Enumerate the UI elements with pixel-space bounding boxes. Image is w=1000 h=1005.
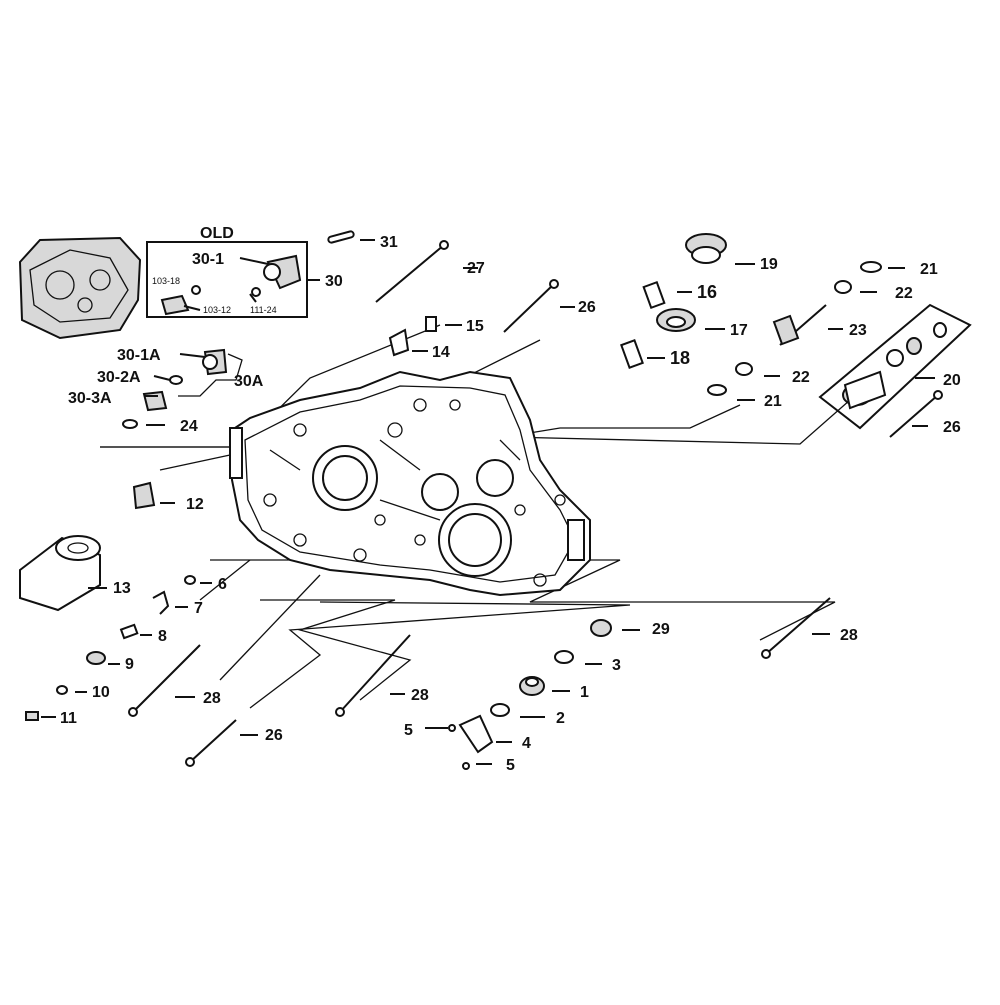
callout-103-18: 103-18 [152, 276, 180, 286]
old-group-title: OLD [200, 225, 234, 242]
small-hardware [25, 575, 212, 721]
callout-3: 3 [612, 657, 621, 674]
callout-30a: 30A [234, 373, 264, 390]
shaft-23 [772, 304, 843, 346]
crankcase-half [229, 370, 591, 597]
callout-11: 11 [60, 710, 77, 727]
callout-22-mid: 22 [792, 369, 810, 386]
callout-4: 4 [522, 735, 531, 752]
washer-24 [122, 419, 165, 429]
lower-cover-parts [425, 619, 640, 770]
callout-20: 20 [943, 372, 961, 389]
callout-8: 8 [158, 628, 167, 645]
callout-26-right: 26 [943, 419, 961, 436]
callout-5-lower: 5 [506, 757, 515, 774]
callout-28-mid: 28 [411, 687, 429, 704]
seal-rings [707, 261, 905, 401]
callout-26-top: 26 [578, 299, 596, 316]
callout-21-mid: 21 [764, 393, 782, 410]
callout-30: 30 [325, 273, 343, 290]
callout-22-top: 22 [895, 285, 913, 302]
callout-15: 15 [466, 318, 484, 335]
callout-13: 13 [113, 580, 131, 597]
filter-parts [19, 481, 175, 612]
callout-30-2a: 30-2A [97, 369, 141, 386]
callout-30-1: 30-1 [192, 251, 224, 268]
callout-111-24: 111-24 [250, 305, 277, 315]
pump-20-group [818, 303, 972, 430]
callout-28-right: 28 [840, 627, 858, 644]
sensor-30a-group [142, 348, 243, 412]
callout-16: 16 [697, 282, 717, 302]
callout-2: 2 [556, 710, 565, 727]
callout-10: 10 [92, 684, 110, 701]
engine-thumbnail [18, 236, 142, 340]
callout-labels: 31 27 26 15 14 19 16 17 18 21 22 23 22 2… [60, 234, 961, 774]
callout-103-12: 103-12 [203, 305, 231, 315]
callout-29: 29 [652, 621, 670, 638]
callout-12: 12 [186, 496, 204, 513]
callout-28-left: 28 [203, 690, 221, 707]
callout-27: 27 [467, 260, 485, 277]
callout-31: 31 [380, 234, 398, 251]
callout-26-bottom: 26 [265, 727, 283, 744]
callout-19: 19 [760, 256, 778, 273]
callout-18: 18 [670, 348, 690, 368]
gear-set [620, 233, 755, 369]
callout-21-top: 21 [920, 261, 938, 278]
bolt-15-plate-14 [388, 316, 462, 357]
long-bolts [128, 240, 943, 767]
callout-1: 1 [580, 684, 589, 701]
callout-30-3a: 30-3A [68, 390, 112, 407]
old-parts-group: OLD [146, 225, 320, 318]
callout-7: 7 [194, 600, 203, 617]
callout-17: 17 [730, 322, 748, 339]
callout-24: 24 [180, 418, 198, 435]
callout-23: 23 [849, 322, 867, 339]
callout-30-1a: 30-1A [117, 347, 161, 364]
callout-9: 9 [125, 656, 134, 673]
callout-5-upper: 5 [404, 722, 413, 739]
pin-31 [327, 230, 375, 244]
callout-14: 14 [432, 344, 450, 361]
callout-6: 6 [218, 576, 227, 593]
